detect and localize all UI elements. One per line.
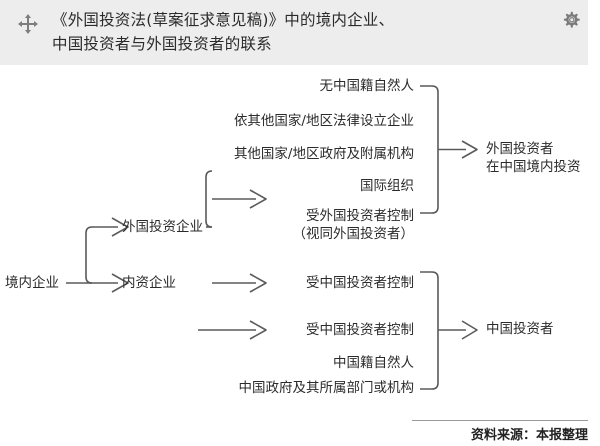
footer-divider xyxy=(412,420,588,421)
bracket-fe-split xyxy=(205,170,213,228)
node-foreign-item-2: 依其他国家/地区法律设立企业 xyxy=(233,113,414,129)
node-foreign-item-3: 其他国家/地区政府及附属机构 xyxy=(233,146,414,162)
arrow-chinese-result xyxy=(461,320,478,340)
page-title: 《外国投资法(草案征求意见稿)》中的境内企业、 中国投资者与外国投资者的联系 xyxy=(52,11,395,53)
node-branch-domestic-capital-enterprise: 内资企业 xyxy=(122,275,176,291)
bracket-foreign-group xyxy=(420,85,439,214)
node-root-domestic-enterprise: 境内企业 xyxy=(5,275,59,291)
header-bar: 《外国投资法(草案征求意见稿)》中的境内企业、 中国投资者与外国投资者的联系 xyxy=(0,0,588,65)
node-chinese-item-1: 受中国投资者控制 xyxy=(306,275,414,291)
arrow-foreign-enterprise xyxy=(111,217,129,237)
node-branch-foreign-invested-enterprise: 外国投资企业 xyxy=(122,219,203,235)
arrow-de-to-controlled-chinese xyxy=(249,320,267,340)
node-chinese-result: 中国投资者 xyxy=(486,321,554,337)
diagram-connectors xyxy=(66,85,478,390)
arrow-fe-to-controlled-chinese xyxy=(249,273,267,293)
arrow-fe-to-controlled-foreign xyxy=(249,189,267,209)
source-note: 资料来源：本报整理 xyxy=(470,428,588,443)
node-foreign-result: 外国投资者 在中国境内投资 xyxy=(486,141,581,175)
arrow-foreign-result xyxy=(461,140,478,159)
move-icon[interactable] xyxy=(17,13,39,35)
node-chinese-item-2: 受中国投资者控制 xyxy=(306,322,414,338)
node-foreign-item-1: 无中国籍自然人 xyxy=(319,78,415,94)
node-foreign-item-5: 受外国投资者控制 （视同外国投资者） xyxy=(292,208,415,242)
gear-icon[interactable] xyxy=(561,11,581,31)
diagram-canvas: 无中国籍自然人 依其他国家/地区法律设立企业 其他国家/地区政府及附属机构 国际… xyxy=(0,65,600,446)
bracket-root-split xyxy=(85,226,93,284)
node-chinese-item-4: 中国政府及其所属部门或机构 xyxy=(238,380,415,396)
bracket-chinese-group xyxy=(420,271,439,390)
node-foreign-item-4: 国际组织 xyxy=(360,178,414,194)
arrow-domestic-enterprise xyxy=(111,273,129,293)
node-chinese-item-3: 中国籍自然人 xyxy=(333,355,414,371)
